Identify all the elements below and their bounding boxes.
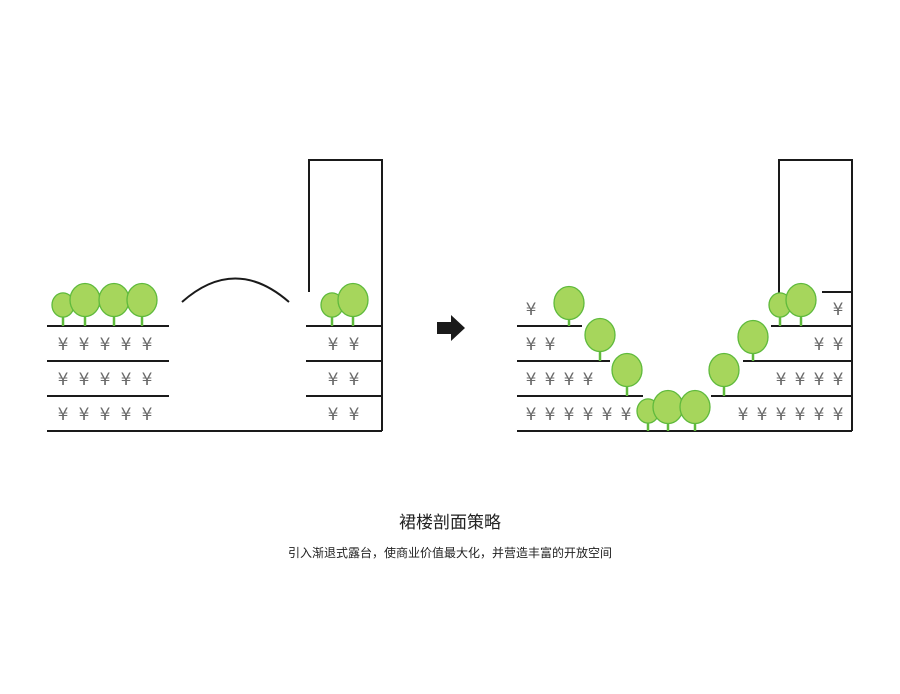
yen-icon: ¥ — [814, 335, 825, 355]
yen-icon: ¥ — [583, 405, 594, 425]
yen-icon: ¥ — [757, 405, 768, 425]
yen-icon: ¥ — [328, 405, 339, 425]
yen-icon: ¥ — [545, 405, 556, 425]
tree-icon — [652, 389, 684, 431]
yen-icon: ¥ — [833, 335, 844, 355]
yen-icon: ¥ — [58, 405, 69, 425]
tree-crown — [652, 389, 684, 425]
tower-outline-before — [308, 159, 383, 431]
yen-icon: ¥ — [776, 370, 787, 390]
yen-icon: ¥ — [349, 405, 360, 425]
arch-roof — [181, 277, 290, 303]
tree-icon — [69, 282, 101, 326]
yen-icon: ¥ — [564, 370, 575, 390]
tree-crown — [69, 282, 101, 318]
yen-icon: ¥ — [142, 370, 153, 390]
yen-icon: ¥ — [100, 405, 111, 425]
yen-icon: ¥ — [833, 370, 844, 390]
yen-icon: ¥ — [795, 405, 806, 425]
yen-icon: ¥ — [79, 405, 90, 425]
yen-icon: ¥ — [121, 335, 132, 355]
tree-icon — [584, 317, 616, 361]
yen-icon: ¥ — [349, 335, 360, 355]
yen-icon: ¥ — [526, 405, 537, 425]
diagram-title: 裙楼剖面策略 — [399, 513, 501, 533]
yen-icon: ¥ — [738, 405, 749, 425]
yen-icon: ¥ — [79, 335, 90, 355]
yen-icon: ¥ — [328, 370, 339, 390]
yen-icon: ¥ — [58, 335, 69, 355]
yen-icon: ¥ — [142, 335, 153, 355]
yen-icon: ¥ — [795, 370, 806, 390]
yen-icon: ¥ — [564, 405, 575, 425]
tree-icon — [98, 282, 130, 326]
yen-icon: ¥ — [349, 370, 360, 390]
yen-icon: ¥ — [545, 335, 556, 355]
yen-icon: ¥ — [328, 335, 339, 355]
yen-icon: ¥ — [814, 370, 825, 390]
diagram-subtitle: 引入渐退式露台，使商业价值最大化，并营造丰富的开放空间 — [287, 546, 612, 560]
tree-icon — [708, 352, 740, 396]
tree-crown — [553, 285, 585, 321]
tree-crown — [337, 282, 369, 318]
arrow-right-icon — [437, 315, 465, 341]
tree-icon — [737, 319, 769, 361]
tree-crown — [679, 389, 711, 425]
tree-crown — [785, 282, 817, 318]
yen-icon: ¥ — [545, 370, 556, 390]
yen-icon: ¥ — [621, 405, 632, 425]
tree-crown — [126, 282, 158, 318]
yen-icon: ¥ — [142, 405, 153, 425]
yen-icon: ¥ — [526, 300, 537, 320]
tree-crown — [98, 282, 130, 318]
tree-icon — [337, 282, 369, 326]
yen-icon: ¥ — [833, 405, 844, 425]
tree-icon — [126, 282, 158, 326]
yen-icon: ¥ — [526, 370, 537, 390]
tree-crown — [584, 317, 616, 353]
yen-icon: ¥ — [121, 405, 132, 425]
tower-outline-after — [778, 159, 853, 431]
yen-icon: ¥ — [526, 335, 537, 355]
tree-icon — [611, 352, 643, 396]
tree-icon — [679, 389, 711, 431]
yen-icon: ¥ — [121, 370, 132, 390]
yen-icon: ¥ — [58, 370, 69, 390]
yen-icon: ¥ — [100, 335, 111, 355]
yen-icon: ¥ — [833, 300, 844, 320]
tree-crown — [708, 352, 740, 388]
yen-icon: ¥ — [583, 370, 594, 390]
tree-icon — [785, 282, 817, 326]
yen-icon: ¥ — [814, 405, 825, 425]
tree-crown — [611, 352, 643, 388]
tree-icon — [553, 285, 585, 326]
tree-crown — [737, 319, 769, 355]
yen-icon: ¥ — [602, 405, 613, 425]
yen-icon: ¥ — [100, 370, 111, 390]
yen-icon: ¥ — [776, 405, 787, 425]
yen-icon: ¥ — [79, 370, 90, 390]
